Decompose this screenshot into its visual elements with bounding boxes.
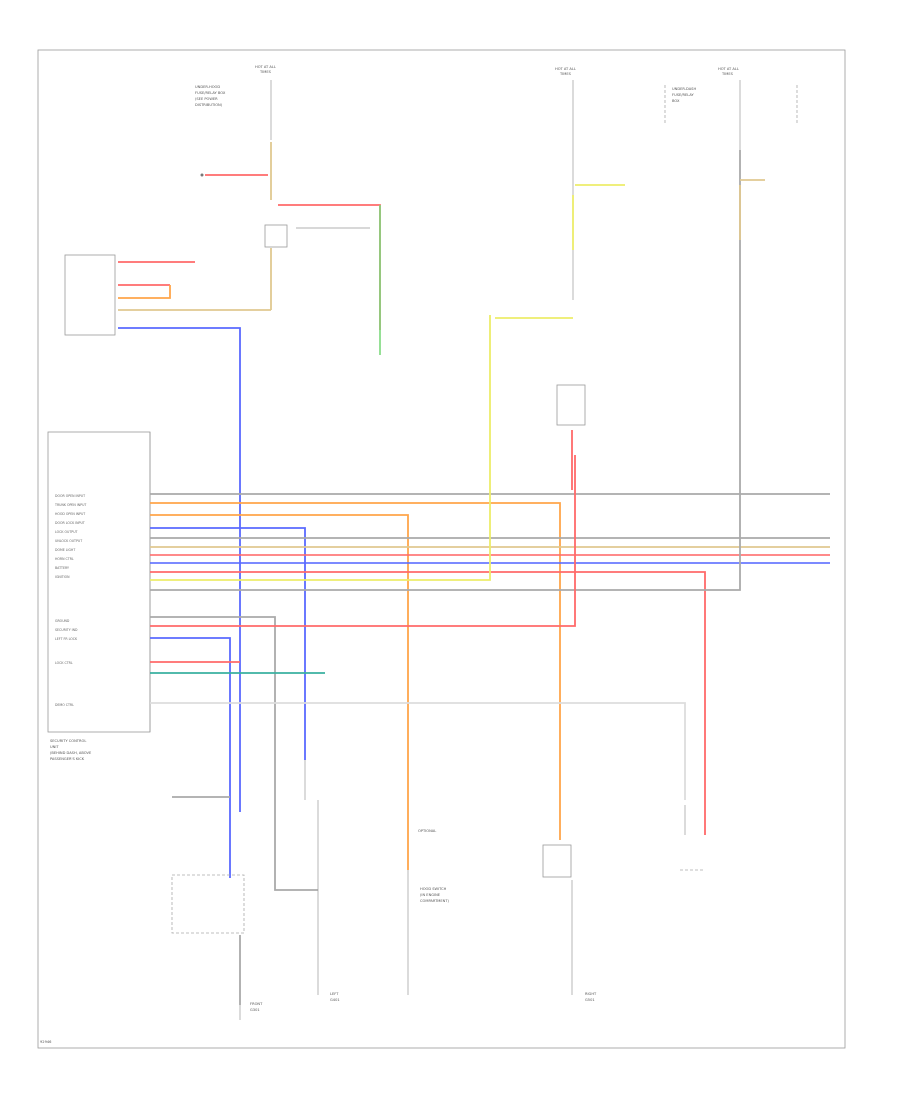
svg-text:BATTERY: BATTERY <box>55 566 69 570</box>
svg-text:LEFT: LEFT <box>330 992 339 996</box>
svg-text:PASSENGER'S KICK: PASSENGER'S KICK <box>50 757 85 761</box>
svg-text:G301: G301 <box>250 1008 260 1012</box>
svg-text:HOOD OPEN INPUT: HOOD OPEN INPUT <box>55 512 85 516</box>
svg-text:G501: G501 <box>585 998 595 1002</box>
svg-text:LOCK OUTPUT: LOCK OUTPUT <box>55 530 78 534</box>
top-mid-fuse-block: HOT AT ALL TIMES <box>555 67 576 76</box>
svg-text:HOT AT ALL: HOT AT ALL <box>255 65 276 69</box>
ground-left: FRONT G301 <box>250 1002 263 1012</box>
relay-1 <box>264 224 288 248</box>
svg-text:GROUND: GROUND <box>55 619 70 623</box>
relay-2 <box>556 384 586 426</box>
trunk-switch <box>542 844 572 878</box>
svg-text:TIMES: TIMES <box>259 70 272 74</box>
svg-text:TIMES: TIMES <box>559 72 572 76</box>
svg-text:DISTRIBUTION): DISTRIBUTION) <box>195 103 223 107</box>
left-switch-unit <box>64 254 116 336</box>
svg-text:(SEE POWER: (SEE POWER <box>195 97 218 101</box>
svg-text:LOCK CTRL: LOCK CTRL <box>55 661 73 665</box>
top-right-fuse-block: HOT AT ALL TIMES UNDER-DASH FUSE/RELAY B… <box>672 67 739 103</box>
svg-text:LEFT FR LOCK: LEFT FR LOCK <box>55 637 78 641</box>
svg-text:(BEHIND DASH, ABOVE: (BEHIND DASH, ABOVE <box>50 751 92 755</box>
svg-text:TRUNK OPEN INPUT: TRUNK OPEN INPUT <box>54 503 86 507</box>
svg-text:RIGHT: RIGHT <box>585 992 597 996</box>
diagram-frame <box>37 49 846 1049</box>
ground-right: RIGHT G501 <box>585 992 597 1002</box>
svg-text:HORN CTRL: HORN CTRL <box>55 557 74 561</box>
svg-text:UNDER-HOOD: UNDER-HOOD <box>195 85 220 89</box>
svg-text:DEMO CTRL: DEMO CTRL <box>55 703 74 707</box>
svg-text:BOX: BOX <box>672 99 680 103</box>
svg-text:FRONT: FRONT <box>250 1002 263 1006</box>
svg-text:(IN ENGINE: (IN ENGINE <box>420 893 441 897</box>
svg-text:FUSE/RELAY BOX: FUSE/RELAY BOX <box>195 91 226 95</box>
svg-text:UNDER-DASH: UNDER-DASH <box>672 87 696 91</box>
security-control-unit <box>47 431 151 733</box>
svg-text:IGNITION: IGNITION <box>55 575 70 579</box>
pin-labels: DOOR OPEN INPUT TRUNK OPEN INPUT HOOD OP… <box>54 494 86 707</box>
svg-text:SECURITY CONTROL: SECURITY CONTROL <box>50 739 86 743</box>
svg-text:HOT AT ALL: HOT AT ALL <box>718 67 739 71</box>
svg-text:TIMES: TIMES <box>721 72 734 76</box>
top-left-fuse-block: HOT AT ALL TIMES UNDER-HOOD FUSE/RELAY B… <box>195 65 276 107</box>
svg-text:HOOD SWITCH: HOOD SWITCH <box>420 887 447 891</box>
svg-text:FUSE/RELAY: FUSE/RELAY <box>672 93 694 97</box>
ground-mid: LEFT G401 <box>330 992 340 1002</box>
svg-text:DOME LIGHT: DOME LIGHT <box>55 548 75 552</box>
hood-switch-label: HOOD SWITCH (IN ENGINE COMPARTMENT) <box>420 887 450 903</box>
svg-text:SECURITY IND: SECURITY IND <box>55 628 78 632</box>
horn-relay <box>171 874 245 934</box>
svg-text:COMPARTMENT): COMPARTMENT) <box>420 899 450 903</box>
security-unit-label: SECURITY CONTROL UNIT (BEHIND DASH, ABOV… <box>50 739 92 761</box>
optional-label: OPTIONAL <box>418 829 436 833</box>
footer-code: 92946 <box>40 1040 52 1044</box>
svg-text:UNLOCK OUTPUT: UNLOCK OUTPUT <box>55 539 82 543</box>
svg-text:G401: G401 <box>330 998 340 1002</box>
svg-text:HOT AT ALL: HOT AT ALL <box>555 67 576 71</box>
svg-text:DOOR OPEN INPUT: DOOR OPEN INPUT <box>55 494 85 498</box>
svg-text:DOOR LOCK INPUT: DOOR LOCK INPUT <box>55 521 85 525</box>
svg-text:UNIT: UNIT <box>50 745 59 749</box>
